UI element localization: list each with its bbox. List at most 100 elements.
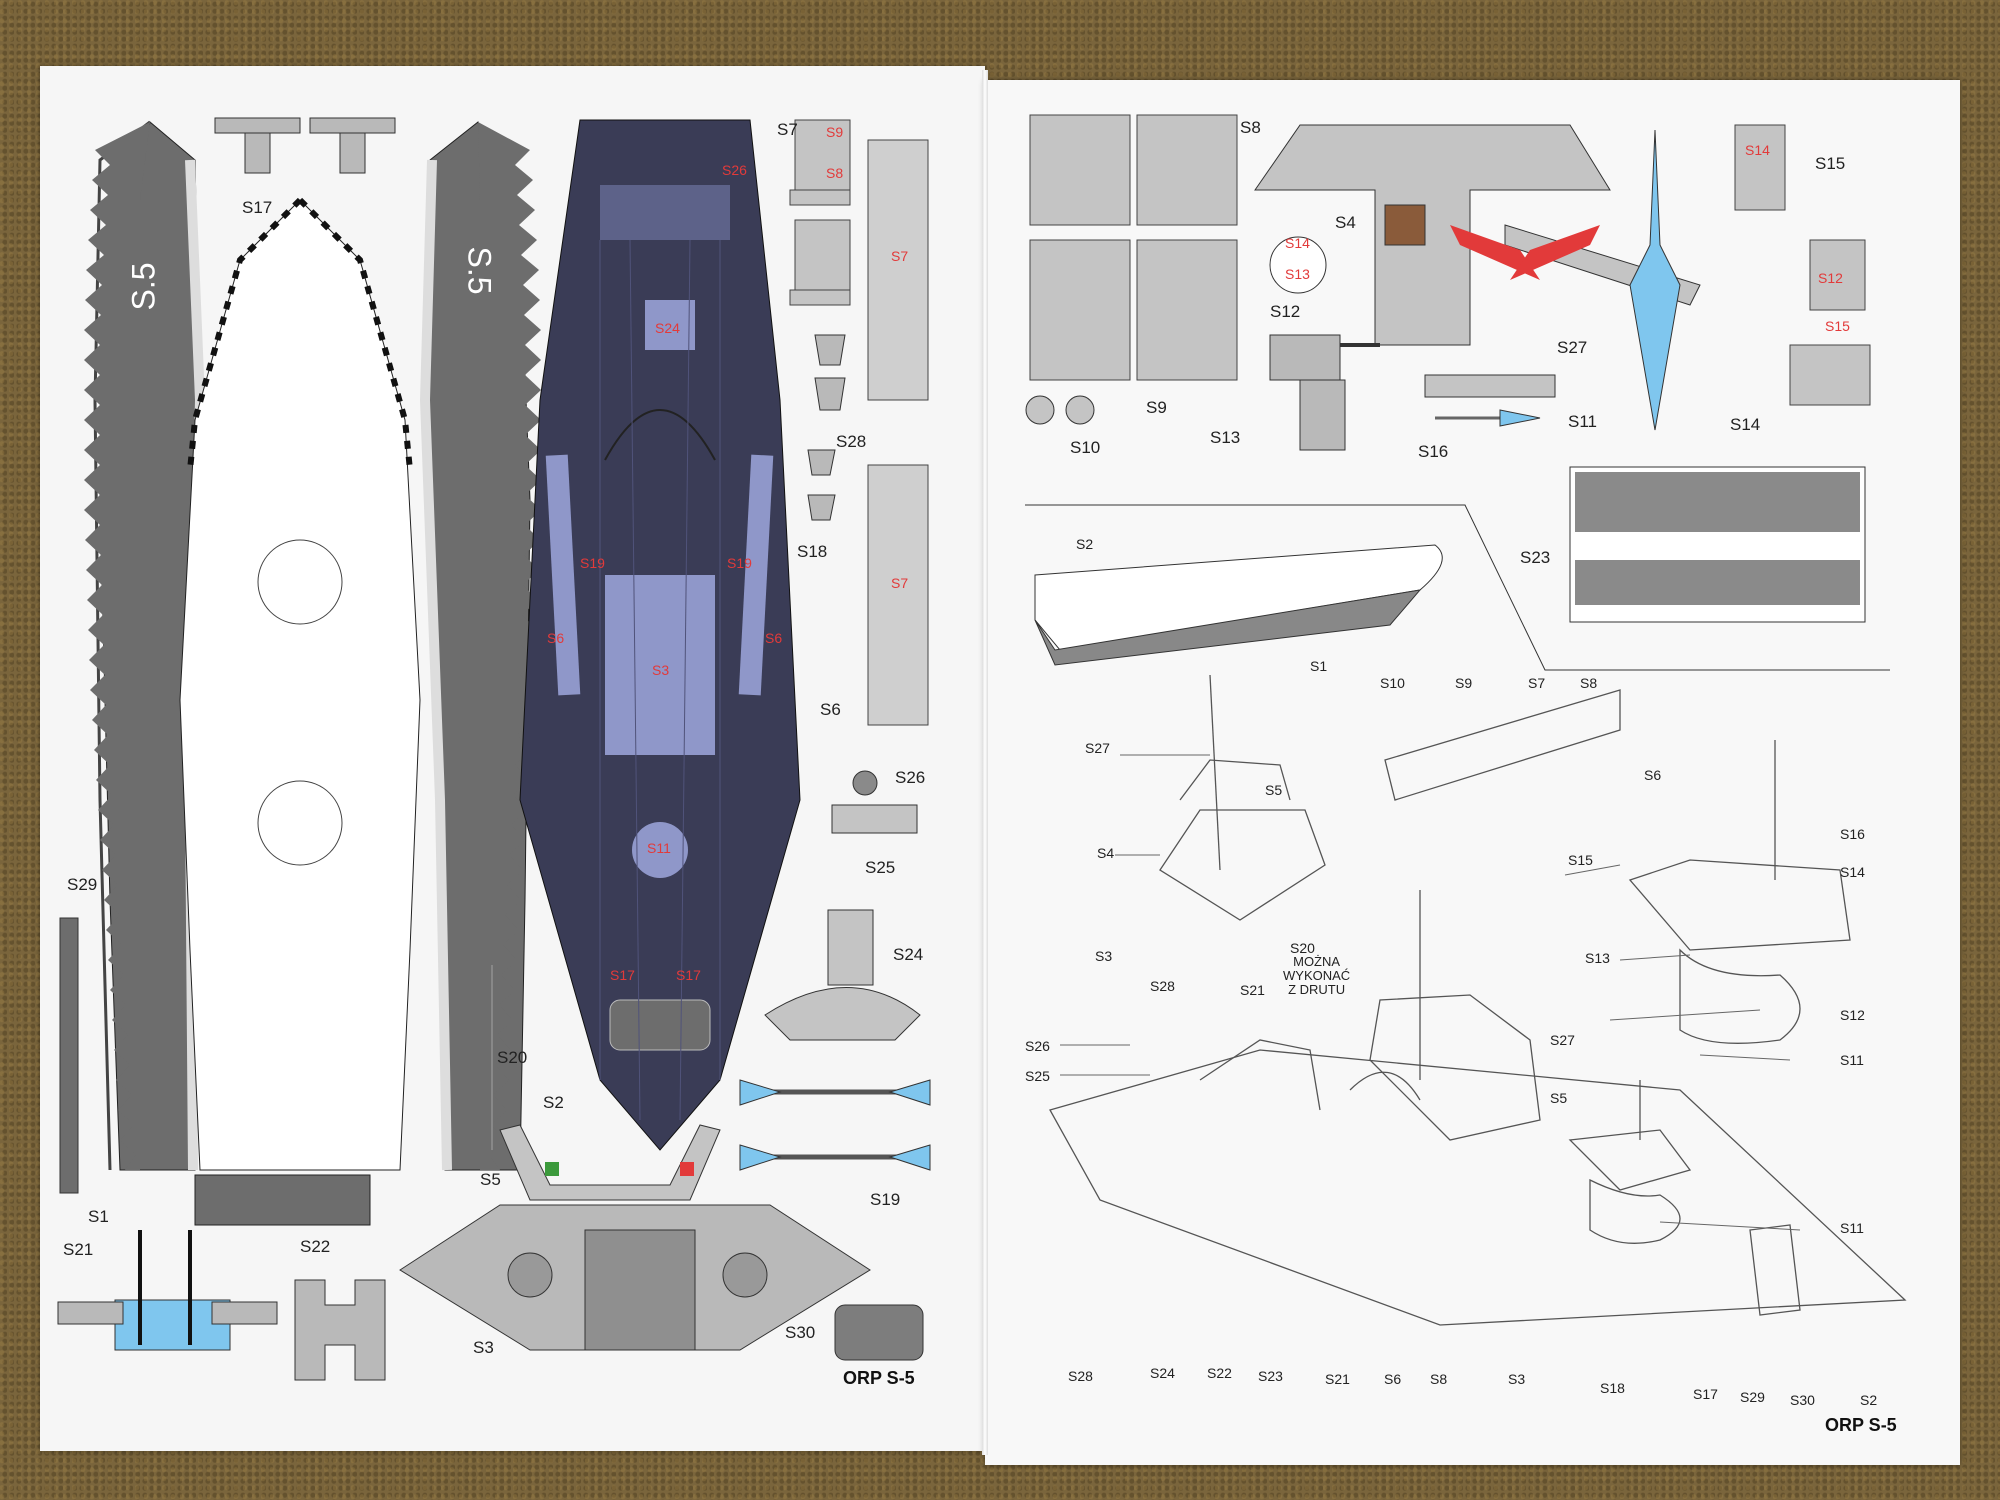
diagram-label-s17: S17	[1693, 1386, 1718, 1402]
label-s21: S21	[63, 1240, 94, 1259]
part-s15-tag-box: S15	[1825, 318, 1850, 334]
s20-wire-note: MOŻNA WYKONAĆ Z DRUTU	[1283, 955, 1350, 997]
s20-note-line-2: WYKONAĆ	[1283, 968, 1351, 983]
part-s9-tag: S9	[826, 124, 844, 140]
part-s30-shape	[834, 1304, 924, 1361]
diagram-label-s13: S13	[1585, 950, 1610, 966]
section-divider	[1025, 504, 1890, 671]
diagram-label-s5: S5	[1265, 782, 1283, 798]
diagram-label-s2: S2	[1076, 536, 1094, 552]
label-s12: S12	[1270, 302, 1301, 321]
label-s11: S11	[1568, 412, 1597, 431]
deck-s24-tag: S24	[655, 320, 680, 336]
part-s21-shape	[57, 1230, 278, 1351]
diagram-label-s5-b: S5	[1550, 1090, 1568, 1106]
part-s13-tag: S13	[1285, 266, 1310, 282]
deck-s17-tag-2: S17	[676, 967, 701, 983]
label-s14: S14	[1730, 415, 1761, 434]
diagram-hull-s1-s2	[1034, 544, 1443, 666]
diagram-label-s9: S9	[1455, 675, 1473, 691]
deck-s6-tag-2: S6	[765, 630, 783, 646]
part-s27-shape	[1450, 129, 1701, 431]
label-s16: S16	[1418, 442, 1449, 461]
hull-right-teeth	[478, 122, 541, 1170]
diagram-label-s3: S3	[1095, 948, 1113, 964]
part-s7-tag: S7	[891, 248, 909, 264]
deck-s17-tag: S17	[610, 967, 635, 983]
diagram-label-s7: S7	[1528, 675, 1546, 691]
part-s26-shape	[852, 770, 878, 796]
part-s14-s15-boxes	[1734, 124, 1871, 406]
part-s7-columns	[867, 139, 929, 726]
part-s3-shape	[399, 1204, 871, 1351]
part-s7-tag-2: S7	[891, 575, 909, 591]
part-s16-shape	[1435, 409, 1541, 427]
diagram-label-s26: S26	[1025, 1038, 1050, 1054]
diagram-label-s11-b: S11	[1840, 1220, 1864, 1236]
diagram-label-s24: S24	[1150, 1365, 1175, 1381]
label-s30: S30	[785, 1323, 816, 1342]
diagram-label-s30: S30	[1790, 1392, 1815, 1408]
part-s8-tag: S8	[826, 165, 844, 181]
label-s22: S22	[300, 1237, 331, 1256]
part-s19-shape	[739, 1079, 931, 1171]
label-s8-right: S8	[1240, 118, 1261, 137]
label-s6: S6	[820, 700, 841, 719]
diagram-label-s16: S16	[1840, 826, 1865, 842]
label-s5: S5	[480, 1170, 501, 1189]
label-s27: S27	[1557, 338, 1588, 357]
diagram-label-s8: S8	[1580, 675, 1598, 691]
part-s14-tag: S14	[1285, 235, 1310, 251]
diagram-label-s22: S22	[1207, 1365, 1232, 1381]
label-s18: S18	[797, 542, 828, 561]
diagram-label-s4: S4	[1097, 845, 1115, 861]
label-s3: S3	[473, 1338, 494, 1357]
hull-marking-left: S.5	[125, 262, 162, 311]
diagram-label-s8-b: S8	[1430, 1371, 1448, 1387]
diagram-label-s3-b: S3	[1508, 1371, 1526, 1387]
label-s26: S26	[895, 768, 926, 787]
label-s13: S13	[1210, 428, 1241, 447]
label-s20: S20	[497, 1048, 528, 1067]
part-s29-shape	[59, 917, 79, 1194]
hull-marking-right: S.5	[461, 246, 498, 295]
deck-s19-tag-2: S19	[727, 555, 752, 571]
label-s10: S10	[1070, 438, 1101, 457]
hull-left-teeth	[84, 122, 150, 1170]
label-s19: S19	[870, 1190, 901, 1209]
diagram-label-s21: S21	[1240, 982, 1265, 998]
diagram-label-s15: S15	[1568, 852, 1593, 868]
label-s15: S15	[1815, 154, 1846, 173]
diagram-label-s21-b: S21	[1325, 1371, 1350, 1387]
model-title-left: ORP S-5	[843, 1368, 915, 1388]
s20-note-line-3: Z DRUTU	[1288, 982, 1346, 997]
diagram-label-s10: S10	[1380, 675, 1405, 691]
diagram-label-s11: S11	[1840, 1052, 1864, 1068]
deck-s26-tag: S26	[722, 162, 747, 178]
diagram-label-s23: S23	[1258, 1368, 1283, 1384]
label-s23: S23	[1520, 548, 1551, 567]
label-s2: S2	[543, 1093, 564, 1112]
part-s4-shape	[1254, 124, 1611, 346]
part-s13-shape	[1269, 334, 1380, 451]
part-s12-circle	[1269, 236, 1327, 294]
part-s14-tag-box: S14	[1745, 142, 1770, 158]
diagram-label-s28: S28	[1150, 978, 1175, 994]
model-title-right: ORP S-5	[1825, 1415, 1897, 1435]
label-s9-right: S9	[1146, 398, 1167, 417]
diagram-label-s2-b: S2	[1860, 1392, 1878, 1408]
diagram-label-s14: S14	[1840, 864, 1865, 880]
s20-note-line-1: MOŻNA	[1293, 954, 1341, 969]
part-s17	[214, 117, 396, 174]
label-s1: S1	[88, 1207, 109, 1226]
diagram-label-s6-b: S6	[1384, 1371, 1402, 1387]
diagram-label-s20: S20	[1290, 940, 1315, 956]
diagram-assembly-lines	[1049, 674, 1907, 1326]
hull-bottom	[179, 197, 421, 1226]
part-s24-shape	[764, 909, 921, 1041]
deck-s3-tag: S3	[652, 662, 670, 678]
part-s25-shape	[831, 804, 918, 834]
label-s29: S29	[67, 875, 98, 894]
